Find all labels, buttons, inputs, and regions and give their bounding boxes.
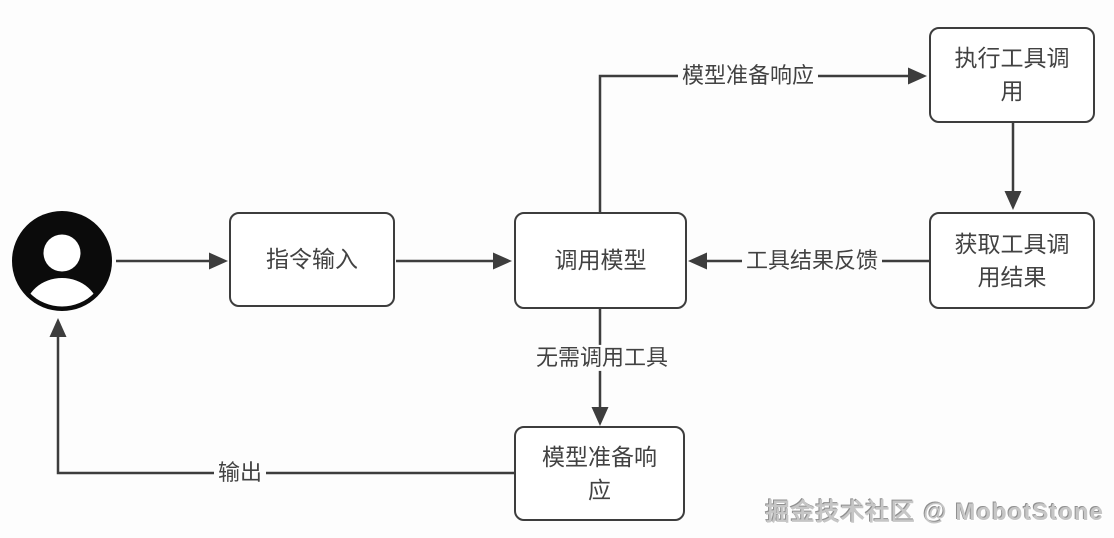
node-model-ready-response: 模型准备响应	[514, 426, 685, 521]
edge-label-model-ready-to-respond: 模型准备响应	[677, 62, 819, 90]
edge-response-to-user	[56, 334, 514, 475]
edge-label-no-tool-needed: 无需调用工具	[531, 344, 673, 372]
user-avatar-icon	[12, 211, 112, 311]
node-instruction-input-label: 指令输入	[266, 246, 358, 273]
arrowhead-up-1	[49, 318, 67, 337]
edge-label-tool-result-feedback: 工具结果反馈	[741, 247, 883, 275]
node-get-tool-call-result-label: 获取工具调用结果	[954, 230, 1070, 290]
edge-label-output: 输出	[213, 459, 267, 487]
node-call-model-label: 调用模型	[554, 247, 647, 274]
node-execute-tool-call: 执行工具调用	[929, 27, 1095, 123]
node-execute-tool-call-label: 执行工具调用	[954, 45, 1070, 104]
arrowhead-right-1	[209, 252, 228, 270]
node-get-tool-call-result: 获取工具调用结果	[929, 212, 1095, 309]
arrowhead-down-1	[1004, 191, 1022, 210]
node-call-model: 调用模型	[514, 212, 687, 309]
node-model-ready-response-label: 模型准备响应	[542, 443, 657, 503]
node-instruction-input: 指令输入	[229, 212, 395, 307]
arrowhead-left-1	[688, 252, 707, 270]
edge-callmodel-to-execute	[598, 74, 911, 212]
arrowhead-right-3	[908, 67, 927, 85]
watermark-text: 掘金技术社区 @ MobotStone	[765, 499, 1104, 526]
arrowhead-right-2	[493, 252, 512, 270]
arrowhead-down-2	[591, 407, 609, 426]
